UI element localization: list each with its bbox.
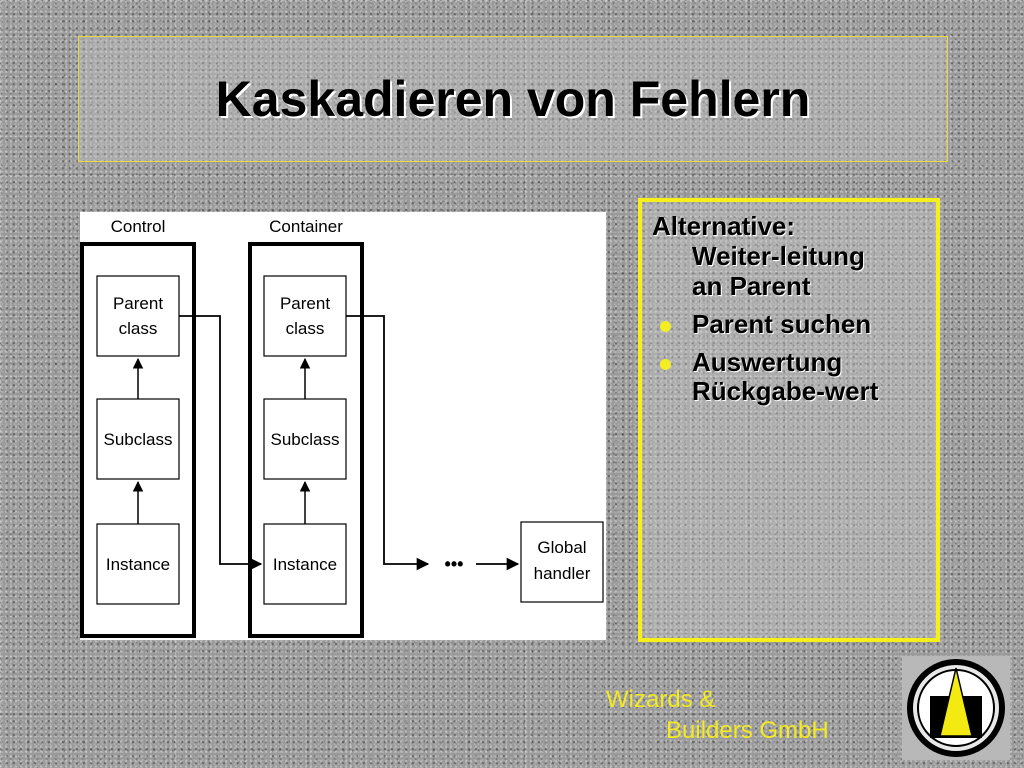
container-to-next-arrow	[346, 315, 430, 571]
control-to-container-arrow	[179, 315, 263, 571]
company-logo	[902, 656, 1010, 760]
container-subclass-box	[263, 398, 347, 480]
container-subclass-label: Subclass	[271, 430, 340, 449]
wizard-logo-icon	[902, 656, 1010, 760]
container-group-frame	[248, 242, 364, 638]
control-parent-class-line2: class	[119, 319, 158, 338]
error-cascade-diagram: Control Container Parent class Subclass …	[80, 212, 606, 640]
control-group-label: Control	[111, 217, 166, 236]
bullet-list: Parent suchen Auswertung Rückgabe-wert	[652, 308, 928, 408]
control-subclass-box	[96, 398, 180, 480]
container-parent-class-line2: class	[286, 319, 325, 338]
slide-title: Kaskadieren von Fehlern	[215, 71, 811, 127]
bullet-item: Parent suchen	[652, 308, 928, 340]
bullet-item: Auswertung Rückgabe-wert	[652, 346, 928, 408]
title-box: Kaskadieren von Fehlern	[78, 36, 948, 162]
ellipsis-dots: •••	[445, 554, 464, 574]
control-parent-class-box	[96, 275, 180, 357]
global-handler-line2: handler	[534, 564, 591, 583]
bullet-text-line-2: Rückgabe-wert	[692, 376, 879, 407]
control-subclass-label: Subclass	[104, 430, 173, 449]
container-instance-box	[263, 523, 347, 605]
diagram-svg: Control Container Parent class Subclass …	[80, 217, 604, 638]
control-parent-class-line1: Parent	[113, 294, 163, 313]
container-instance-label: Instance	[273, 555, 337, 574]
company-name-line-1: Wizards &	[606, 686, 716, 713]
container-group-label: Container	[269, 217, 343, 236]
content-box: Alternative: Weiter-leitung an Parent Pa…	[638, 198, 940, 642]
company-name-line-2: Builders GmbH	[666, 717, 829, 745]
global-handler-line1: Global	[537, 538, 586, 557]
bullet-dot-icon	[660, 320, 671, 332]
bullet-text: Parent suchen	[692, 308, 872, 339]
bullet-dot-icon	[660, 358, 671, 370]
control-instance-box	[96, 523, 180, 605]
bullet-text-line-1: Auswertung	[692, 346, 843, 377]
intro-line-1: Alternative:	[652, 211, 796, 241]
container-parent-class-box	[263, 275, 347, 357]
intro-line-3: an Parent	[692, 270, 811, 301]
intro-paragraph: Alternative: Weiter-leitung an Parent	[652, 211, 928, 302]
control-instance-label: Instance	[106, 555, 170, 574]
control-group-frame	[80, 242, 196, 638]
intro-line-2: Weiter-leitung	[692, 240, 865, 271]
company-footer: Wizards & Builders GmbH	[606, 684, 902, 754]
container-parent-class-line1: Parent	[280, 294, 330, 313]
global-handler-box	[520, 521, 604, 603]
